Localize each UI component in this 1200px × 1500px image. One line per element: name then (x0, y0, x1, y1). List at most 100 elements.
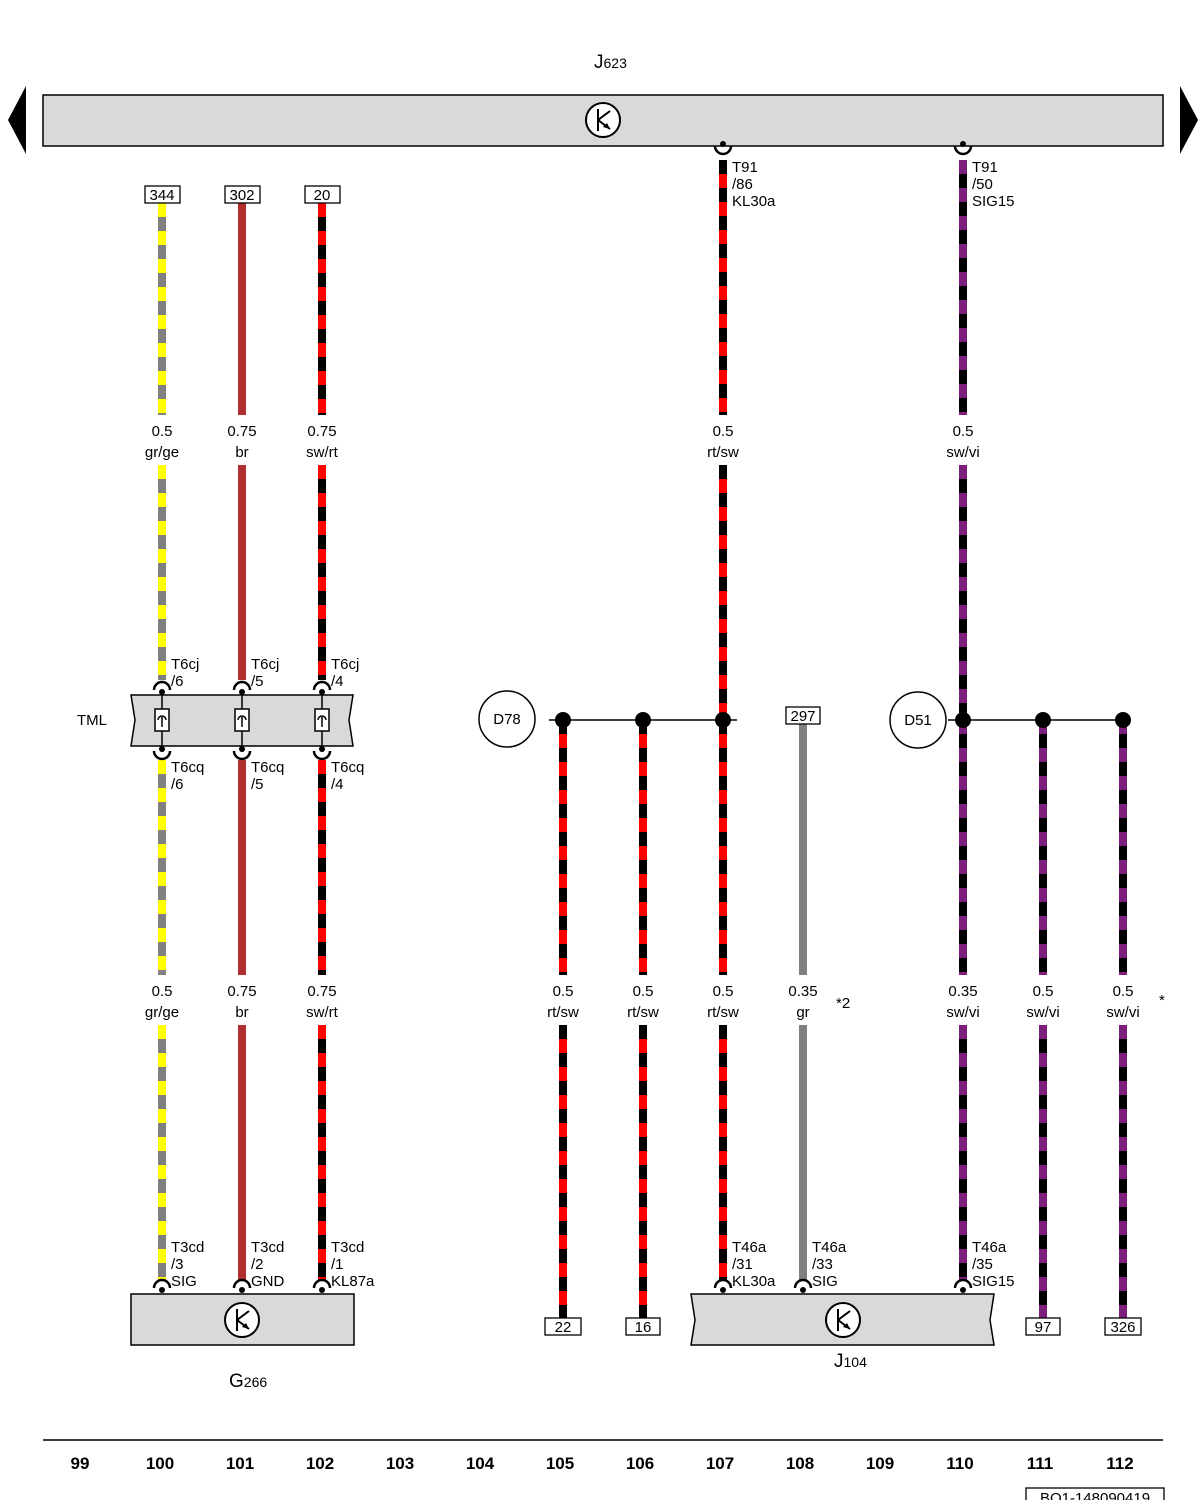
wire-color: sw/rt (306, 1004, 338, 1021)
svg-text:T3cd: T3cd (171, 1239, 204, 1256)
pin-dot (239, 746, 245, 752)
pin-markers (152, 141, 973, 1293)
svg-text:T46a: T46a (972, 1239, 1007, 1256)
pin-marker (232, 750, 252, 761)
prev-page-arrow[interactable] (8, 86, 26, 154)
pin-marker (713, 145, 733, 156)
pin-dot (960, 141, 966, 147)
wires (158, 160, 1127, 1318)
wire-size: 0.35 (948, 983, 977, 1000)
svg-text:KL87a: KL87a (331, 1273, 375, 1290)
pin-dot (239, 1287, 245, 1293)
pin-dot (319, 689, 325, 695)
splice-dots (555, 712, 1131, 728)
svg-text:T3cd: T3cd (251, 1239, 284, 1256)
column-number: 102 (306, 1454, 334, 1473)
svg-text:SIG: SIG (812, 1273, 838, 1290)
ref-297: 297 (790, 708, 815, 725)
column-number: 107 (706, 1454, 734, 1473)
wire-size: 0.5 (953, 423, 974, 440)
svg-text:/2: /2 (251, 1256, 264, 1273)
ref-97: 97 (1035, 1319, 1052, 1336)
wire-size: 0.5 (152, 423, 173, 440)
pin-marker (793, 1278, 813, 1289)
footnote-marker: * (1159, 992, 1165, 1009)
svg-text:T46a: T46a (732, 1239, 767, 1256)
column-number: 109 (866, 1454, 894, 1473)
wire-size: 0.5 (1033, 983, 1054, 1000)
pin-dot (159, 1287, 165, 1293)
svg-text:/50: /50 (972, 176, 993, 193)
wire-color: gr/ge (145, 1004, 179, 1021)
column-number: 103 (386, 1454, 414, 1473)
wire-color: sw/vi (946, 444, 979, 461)
ref-16: 16 (635, 1319, 652, 1336)
svg-text:/86: /86 (732, 176, 753, 193)
column-number: 110 (946, 1454, 973, 1473)
pin-marker (312, 750, 332, 761)
svg-text:KL30a: KL30a (732, 1273, 776, 1290)
pin-dot (239, 689, 245, 695)
svg-text:/6: /6 (171, 673, 184, 690)
pin-marker (312, 1278, 332, 1289)
wire-color: rt/sw (547, 1004, 579, 1021)
control-unit-j104-label: J104 (834, 1351, 867, 1372)
column-number: 99 (71, 1454, 90, 1473)
svg-text:/31: /31 (732, 1256, 753, 1273)
wire-size: 0.75 (227, 423, 256, 440)
next-page-arrow[interactable] (1180, 86, 1198, 154)
svg-text:SIG: SIG (171, 1273, 197, 1290)
wire-color: sw/vi (1106, 1004, 1139, 1021)
tml-pin-icons (154, 692, 330, 749)
svg-text:/5: /5 (251, 673, 264, 690)
tml-pin-symbol (317, 715, 327, 727)
column-number: 112 (1106, 1454, 1133, 1473)
column-number: 105 (546, 1454, 574, 1473)
pin-dot (319, 746, 325, 752)
ref-302: 302 (229, 187, 254, 204)
splice-d78-label: D78 (493, 711, 521, 728)
wire-labels: 0.5 gr/ge 0.75 br 0.75 sw/rt 0.5 rt/sw 0… (145, 423, 1165, 1021)
wire-color: br (235, 444, 248, 461)
pin-dot (319, 1287, 325, 1293)
splice-d51-circle (889, 691, 947, 749)
sensor-g266-label: G266 (229, 1371, 267, 1392)
svg-text:T6cj: T6cj (331, 656, 359, 673)
footnote-marker: *2 (836, 995, 850, 1012)
pin-labels: T91 /86 KL30a T91 /50 SIG15 T6cj /6 T6cj… (171, 159, 1015, 1290)
pin-dot (720, 141, 726, 147)
tml-pin-symbol (157, 715, 167, 727)
wire-color: gr/ge (145, 444, 179, 461)
pin-dot (800, 1287, 806, 1293)
svg-text:T6cq: T6cq (251, 759, 284, 776)
column-number: 108 (786, 1454, 814, 1473)
wire-size: 0.5 (713, 423, 734, 440)
wire-size: 0.75 (307, 983, 336, 1000)
pin-dot (159, 689, 165, 695)
ref-boxes: 344 302 20 297 22 16 97 326 (144, 185, 1142, 1336)
pin-marker (232, 1278, 252, 1289)
splice-d51-label: D51 (904, 712, 932, 729)
pin-marker (152, 1278, 172, 1289)
control-unit-j623-label: J623 (594, 52, 627, 73)
pin-marker (232, 680, 252, 691)
wire-size: 0.75 (227, 983, 256, 1000)
wire-size: 0.75 (307, 423, 336, 440)
wire-color: sw/vi (1026, 1004, 1059, 1021)
pin-dot (720, 1287, 726, 1293)
svg-text:T6cj: T6cj (171, 656, 199, 673)
wire-color: br (235, 1004, 248, 1021)
svg-text:/5: /5 (251, 776, 264, 793)
column-number: 106 (626, 1454, 654, 1473)
pin-marker (953, 1278, 973, 1289)
wire-color: sw/rt (306, 444, 338, 461)
tml-pin-symbol (237, 715, 247, 727)
svg-text:T46a: T46a (812, 1239, 847, 1256)
column-number: 111 (1027, 1454, 1054, 1473)
column-number: 100 (146, 1454, 174, 1473)
svg-text:T6cq: T6cq (331, 759, 364, 776)
svg-text:/6: /6 (171, 776, 184, 793)
pin-marker (953, 145, 973, 156)
ref-344: 344 (149, 187, 174, 204)
